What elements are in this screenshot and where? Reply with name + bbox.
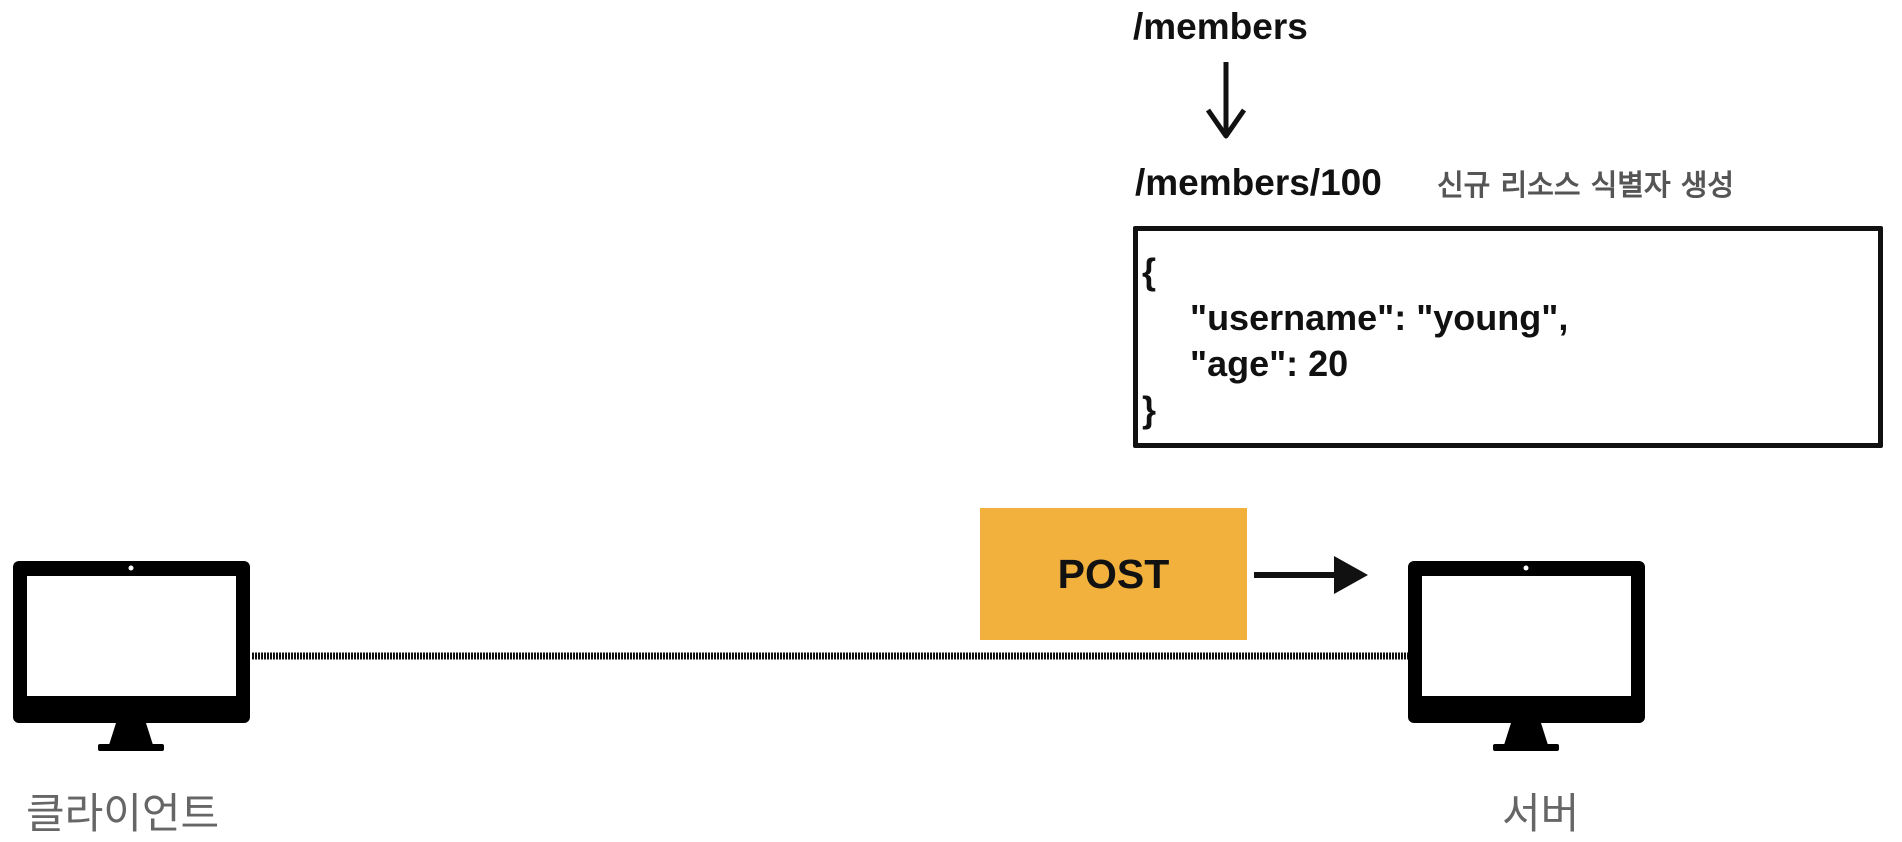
created-resource-path-label: /members/100 xyxy=(1135,162,1382,203)
arrow-right-icon xyxy=(1254,556,1368,594)
json-age-line: "age": 20 xyxy=(1190,343,1349,384)
json-close-brace: } xyxy=(1142,389,1157,430)
json-body-box: { "username": "young", "age": 20 } xyxy=(1133,226,1883,448)
new-identifier-note: 신규 리소스 식별자 생성 xyxy=(1437,168,1735,202)
server-monitor-icon xyxy=(1408,561,1645,751)
http-method-label: POST xyxy=(1057,550,1170,597)
http-method-box: POST xyxy=(980,508,1247,640)
arrow-down-icon xyxy=(1205,62,1247,139)
server-label: 서버 xyxy=(1502,789,1580,838)
client-label: 클라이언트 xyxy=(26,789,220,838)
json-open-brace: { xyxy=(1142,251,1157,292)
client-monitor-icon xyxy=(13,561,250,751)
collection-path-label: /members xyxy=(1133,6,1308,47)
json-username-line: "username": "young", xyxy=(1190,297,1569,338)
